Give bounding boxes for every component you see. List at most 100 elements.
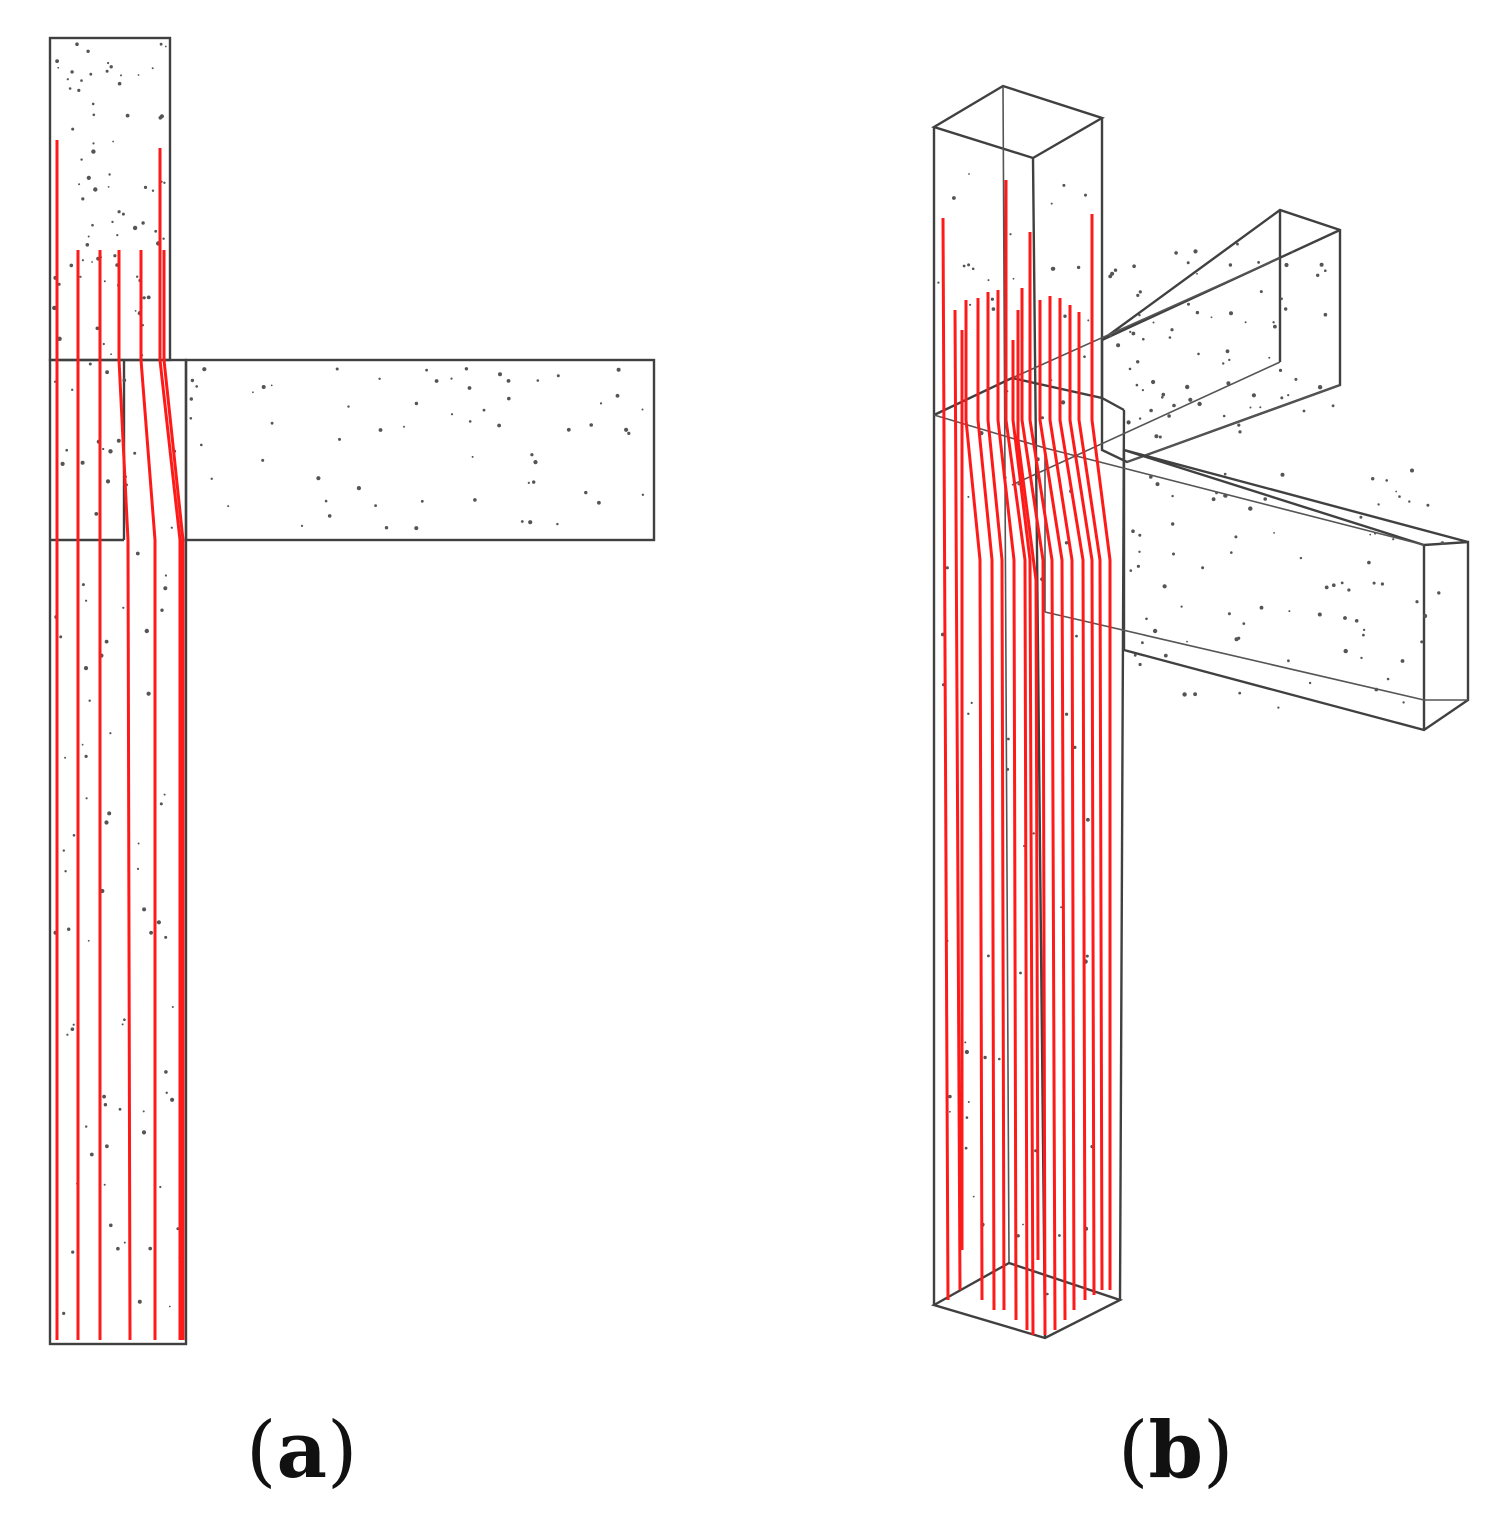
aggregate-dot-b xyxy=(1408,500,1411,503)
aggregate-dot-b xyxy=(971,267,975,271)
aggregate-dot-b xyxy=(964,1146,968,1150)
aggregate-dot-a xyxy=(125,113,130,118)
aggregate-dot-a xyxy=(189,397,193,401)
aggregate-dot-b xyxy=(1273,532,1275,534)
aggregate-dot-b xyxy=(1142,337,1145,341)
aggregate-dot-b xyxy=(1145,617,1148,621)
aggregate-dot-b xyxy=(1211,497,1216,502)
aggregate-dot-b xyxy=(1133,653,1137,657)
aggregate-dot-a xyxy=(102,1094,106,1099)
aggregate-dot-b xyxy=(964,1049,970,1055)
aggregate-dot-a xyxy=(105,479,111,484)
aggregate-dot-a xyxy=(450,413,454,416)
aggregate-dot-b xyxy=(1050,202,1053,205)
panel-b xyxy=(930,84,1470,1340)
aggregate-dot-b xyxy=(998,1057,1001,1061)
aggregate-dot-a xyxy=(497,423,501,428)
aggregate-dot-a xyxy=(71,388,74,391)
aggregate-dot-a xyxy=(84,754,88,759)
aggregate-dot-b xyxy=(1237,423,1241,427)
aggregate-dot-b xyxy=(1083,355,1086,359)
aggregate-dots-a xyxy=(52,42,645,1315)
aggregate-dot-b xyxy=(949,1110,951,1113)
aggregate-dot-a xyxy=(467,386,472,390)
aggregate-dot-a xyxy=(121,212,125,216)
reinforcement-bars-a xyxy=(55,140,185,1341)
aggregate-dot-a xyxy=(148,1246,152,1251)
aggregate-dot-a xyxy=(532,480,536,484)
aggregate-dot-a xyxy=(103,1103,108,1107)
aggregate-dot-b xyxy=(1236,242,1239,246)
aggregate-dot-b xyxy=(1249,406,1252,409)
aggregate-dot-b xyxy=(1374,532,1377,535)
aggregate-dot-a xyxy=(434,379,439,383)
aggregate-dot-b xyxy=(1257,261,1260,264)
aggregate-dot-a xyxy=(414,401,419,406)
aggregate-dot-a xyxy=(85,599,88,602)
aggregate-dot-b xyxy=(1302,409,1306,413)
aggregate-dot-b xyxy=(1259,605,1264,610)
aggregate-dot-b xyxy=(1319,262,1324,267)
aggregate-dot-b xyxy=(1172,552,1175,556)
aggregate-dot-b xyxy=(1222,414,1226,418)
aggregate-dot-a xyxy=(64,870,67,873)
aggregate-dot-b xyxy=(1228,263,1233,267)
aggregate-dot-a xyxy=(270,384,273,387)
aggregate-dot-b xyxy=(1317,385,1323,390)
aggregate-dot-b xyxy=(937,281,940,284)
aggregate-dot-a xyxy=(108,449,113,454)
aggregate-dot-a xyxy=(81,583,85,587)
rebar-b xyxy=(1090,214,1112,1290)
aggregate-dot-a xyxy=(159,42,163,46)
rebar-b xyxy=(1058,298,1087,1301)
aggregate-dot-a xyxy=(316,476,321,481)
aggregate-dot-b xyxy=(1050,266,1055,271)
aggregate-dot-a xyxy=(67,927,71,931)
aggregate-dot-b xyxy=(1062,183,1066,187)
aggregate-dot-a xyxy=(163,793,166,796)
aggregate-dot-b xyxy=(1138,314,1141,317)
aggregate-dot-a xyxy=(78,183,81,186)
aggregate-dot-a xyxy=(135,551,140,556)
aggregate-dot-b xyxy=(1193,249,1198,254)
aggregate-dot-a xyxy=(116,438,121,443)
aggregate-dot-b xyxy=(1041,416,1044,420)
aggregate-dot-a xyxy=(163,181,166,184)
aggregate-dot-a xyxy=(59,635,63,639)
aggregate-dot-a xyxy=(88,699,91,702)
aggregate-dot-a xyxy=(132,225,138,231)
aggregate-dot-a xyxy=(171,1006,174,1008)
aggregate-dot-a xyxy=(146,691,151,696)
aggregate-dot-b xyxy=(1185,384,1190,390)
aggregate-dot-b xyxy=(1287,394,1290,397)
aggregate-dot-a xyxy=(107,61,110,65)
aggregate-dot-b xyxy=(1060,906,1063,909)
rebar-b xyxy=(1068,305,1096,1296)
aggregate-dot-b xyxy=(1086,817,1090,822)
aggregate-dot-b xyxy=(1186,640,1188,643)
aggregate-dot-b xyxy=(1400,659,1405,663)
aggregate-dot-b xyxy=(969,303,972,306)
aggregate-dot-a xyxy=(85,797,88,800)
aggregate-dot-b xyxy=(1193,692,1197,697)
aggregate-dot-b xyxy=(1280,472,1285,477)
aggregate-dot-b xyxy=(1087,319,1090,322)
aggregate-dot-a xyxy=(163,586,168,591)
rebar-b xyxy=(941,217,950,1301)
aggregate-dot-a xyxy=(91,102,95,106)
aggregate-dot-b xyxy=(948,1094,952,1099)
aggregate-dot-b xyxy=(1331,404,1335,408)
aggregate-dot-b xyxy=(970,701,973,705)
aggregate-dot-b xyxy=(1343,648,1348,654)
aggregate-dot-a xyxy=(270,421,274,425)
aggregate-dot-a xyxy=(105,69,109,73)
aggregate-dot-a xyxy=(117,210,121,214)
aggregate-dot-a xyxy=(151,189,155,192)
column-outline-b xyxy=(930,84,1126,1340)
aggregate-dot-b xyxy=(1076,265,1081,270)
aggregate-dot-a xyxy=(165,1091,168,1095)
aggregate-dot-b xyxy=(1238,430,1242,434)
aggregate-dot-b xyxy=(1172,403,1176,408)
aggregate-dot-a xyxy=(93,187,98,192)
